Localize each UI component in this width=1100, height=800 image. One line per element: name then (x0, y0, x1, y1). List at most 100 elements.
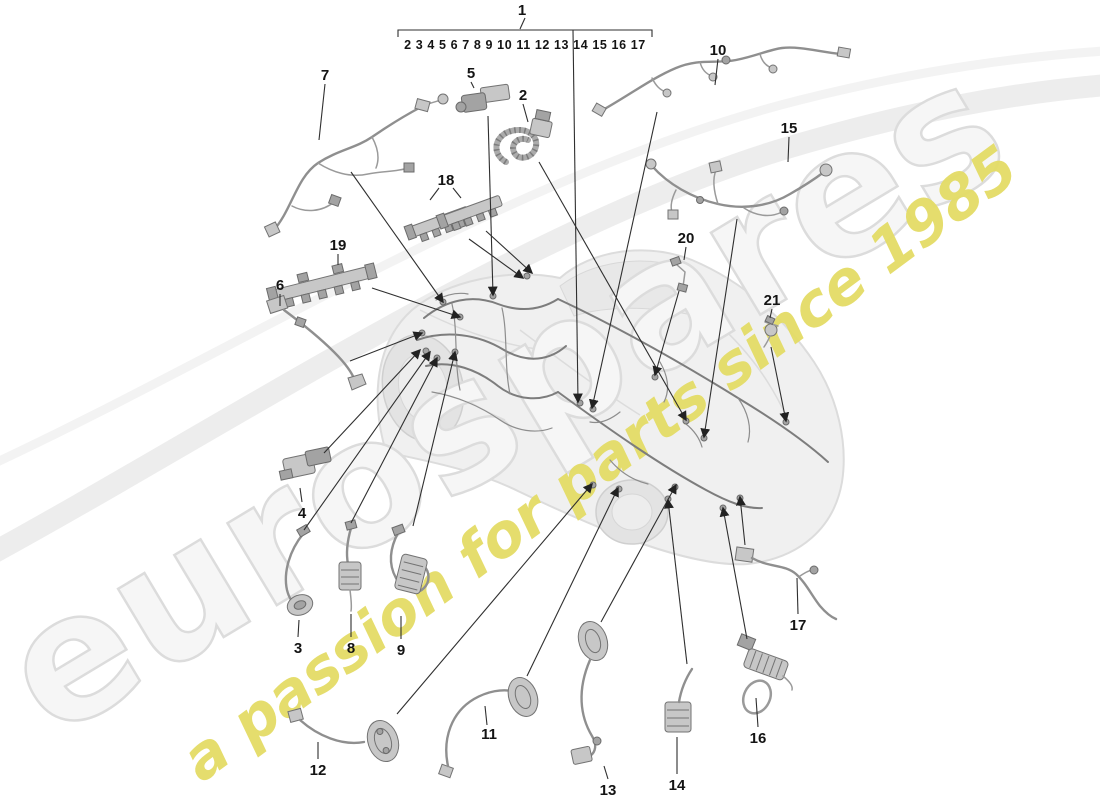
callout-17: 17 (735, 495, 807, 634)
callout-11-tick (484, 705, 488, 726)
callout-11: 11 (481, 486, 619, 743)
callout-13-label[interactable]: 13 (600, 782, 617, 799)
callout-21-label[interactable]: 21 (764, 292, 781, 309)
callout-19: 19 (330, 237, 462, 320)
callout-5-tick (470, 81, 475, 89)
callout-4-leader (323, 348, 422, 454)
callout-18-tick (452, 187, 462, 199)
callout-14-leader (664, 498, 688, 665)
callout-1-tick (519, 17, 526, 30)
part-14-drawing[interactable] (664, 667, 694, 733)
part-17-drawing[interactable] (734, 546, 838, 621)
callout-21: 21 (764, 292, 790, 423)
part-20-drawing[interactable] (669, 255, 689, 293)
callout-15: 15 (700, 120, 798, 439)
callout-1-range: 2 3 4 5 6 7 8 9 10 11 12 13 14 15 16 17 (404, 38, 646, 52)
callout-10-tick (714, 58, 719, 86)
callout-9: 9 (397, 350, 458, 659)
callout-21-leader (770, 346, 790, 423)
callout-13-tick (603, 765, 609, 780)
callout-18-tick (429, 187, 440, 201)
callout-16-leader (719, 506, 748, 640)
callout-15-leader (700, 218, 738, 439)
part-5-drawing[interactable] (455, 83, 511, 113)
part-7-drawing[interactable] (263, 93, 449, 238)
callout-13-leader (600, 483, 677, 623)
callout-18-leader (485, 230, 534, 275)
part-11-drawing[interactable] (438, 673, 543, 779)
callout-2-leader (538, 161, 687, 422)
callout-20-tick (683, 246, 687, 261)
callout-16-label[interactable]: 16 (750, 730, 767, 747)
callout-11-leader (526, 486, 619, 677)
callout-7-tick (318, 83, 326, 141)
callout-20-leader (652, 290, 680, 377)
callout-5: 5 (467, 65, 498, 297)
callout-1-label[interactable]: 1 (518, 2, 526, 19)
callout-4-tick (299, 487, 303, 503)
callout-20-label[interactable]: 20 (678, 230, 695, 247)
part-12-drawing[interactable] (287, 707, 404, 765)
callout-10: 10 (588, 42, 727, 410)
callout-8-label[interactable]: 8 (347, 640, 355, 657)
part-6-drawing[interactable] (265, 294, 367, 391)
callout-4-label[interactable]: 4 (298, 505, 307, 522)
callout-12: 12 (310, 482, 593, 779)
part-2-drawing[interactable] (493, 109, 553, 165)
callout-8: 8 (347, 356, 438, 657)
callout-17-leader (735, 495, 746, 546)
watermark-brand-text: eurospares (0, 22, 1039, 776)
callout-21-tick (769, 308, 773, 319)
callout-18-label[interactable]: 18 (438, 172, 455, 189)
callout-13: 13 (600, 483, 677, 799)
callout-4: 4 (298, 348, 422, 522)
callout-14-label[interactable]: 14 (669, 777, 686, 794)
callout-9-label[interactable]: 9 (397, 642, 405, 659)
callout-12-label[interactable]: 12 (310, 762, 327, 779)
part-19-drawing[interactable] (265, 256, 379, 311)
part-18-drawing[interactable] (403, 193, 505, 245)
part-10-drawing[interactable] (591, 46, 852, 118)
callout-1-leader (572, 29, 583, 404)
callout-3-tick (297, 619, 300, 638)
callout-18-leader (468, 238, 525, 279)
callout-7: 7 (318, 67, 444, 304)
callout-14: 14 (664, 498, 688, 794)
callout-20: 20 (652, 230, 695, 377)
part-8-drawing[interactable] (338, 519, 362, 612)
callout-2-tick (522, 103, 529, 123)
callout-5-leader (487, 115, 498, 297)
callout-16: 16 (719, 506, 767, 747)
callout-19-leader (371, 287, 462, 320)
part-9-drawing[interactable] (389, 523, 430, 595)
part-13-drawing[interactable] (570, 618, 613, 765)
callout-3: 3 (294, 350, 431, 657)
callout-19-label[interactable]: 19 (330, 237, 347, 254)
callout-15-label[interactable]: 15 (781, 120, 798, 137)
callout-8-leader (350, 356, 438, 524)
callout-7-label[interactable]: 7 (321, 67, 329, 84)
background-swoosh (0, 46, 1100, 562)
callout-6: 6 (276, 277, 424, 362)
callout-9-leader (412, 350, 458, 527)
callout-10-label[interactable]: 10 (710, 42, 727, 59)
callout-17-label[interactable]: 17 (790, 617, 807, 634)
callout-6-label[interactable]: 6 (276, 277, 284, 294)
part-16-drawing[interactable] (736, 633, 793, 718)
callout-12-leader (396, 482, 593, 715)
part-3-drawing[interactable] (284, 523, 315, 619)
callout-11-label[interactable]: 11 (481, 726, 497, 743)
callout-3-label[interactable]: 3 (294, 640, 302, 657)
part-4-drawing[interactable] (278, 446, 332, 481)
callout-10-leader (588, 111, 658, 410)
callout-2-label[interactable]: 2 (519, 87, 527, 104)
part-21-drawing[interactable] (763, 314, 779, 348)
callout-6-leader (349, 331, 424, 362)
callout-18: 18 (429, 172, 534, 279)
callout-3-leader (303, 350, 431, 531)
callout-1-bracket (397, 29, 653, 37)
part-15-drawing[interactable] (645, 158, 833, 220)
callout-5-label[interactable]: 5 (467, 65, 475, 82)
